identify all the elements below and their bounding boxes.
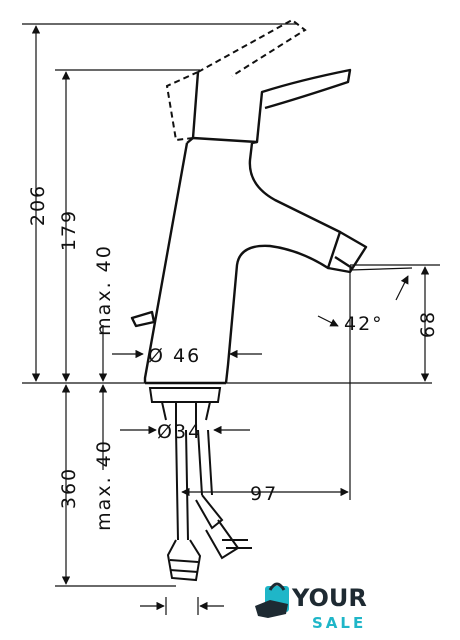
dim-projection: 97 [250,483,278,505]
dim-max-deck-top: max. 40 [93,244,115,336]
extension-lines [22,23,440,615]
dim-total-height: 206 [27,184,49,226]
dim-max-deck-bottom: max. 40 [93,439,115,531]
dim-body-diameter: Ø 46 [148,345,201,367]
faucet-outline [130,68,368,385]
dim-spout-angle: 42° [344,313,384,335]
dimension-lines [31,25,430,611]
logo-word-your: YOUR [291,584,367,612]
dim-shank-diameter: Ø34 [157,421,202,443]
lever-open-position [165,18,307,142]
shopping-bag-hand-icon [255,582,289,618]
dim-spout-height: 179 [58,209,80,251]
shank-and-hoses [148,387,252,582]
dim-hose-length: 360 [58,467,80,509]
yoursale-logo: YOUR SALE [255,582,367,632]
logo-word-sale: SALE [312,614,366,632]
dim-outlet-height: 68 [417,310,439,338]
